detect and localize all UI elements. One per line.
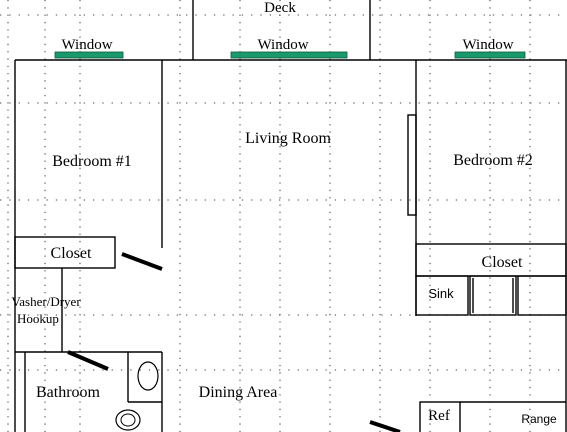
kitchen-door — [369, 420, 401, 432]
living-room-label: Living Room — [245, 130, 331, 147]
closet1-box — [14, 236, 116, 269]
sink-label: Sink — [428, 286, 454, 301]
bathroom-label: Bathroom — [36, 384, 101, 401]
deck-label: Deck — [264, 0, 296, 16]
window-right — [454, 51, 526, 59]
ref-label: Ref — [428, 408, 450, 424]
bedroom1-label: Bedroom #1 — [52, 153, 132, 170]
fridge-box — [419, 401, 461, 432]
dining-area-label: Dining Area — [199, 384, 278, 401]
window-center — [230, 51, 348, 59]
range-label: Range — [521, 412, 557, 426]
toilet-bowl — [120, 413, 136, 427]
bathroom-door — [67, 350, 109, 371]
bedroom2-label: Bedroom #2 — [453, 152, 533, 169]
bathroom-sink-basin — [137, 361, 159, 391]
toilet — [115, 409, 141, 431]
window-center-label: Window — [257, 37, 308, 53]
window-left — [54, 51, 124, 59]
cabinet-3 — [517, 275, 567, 316]
walls — [14, 0, 567, 432]
window-left-label: Window — [61, 37, 112, 53]
closet2-label: Closet — [482, 254, 523, 271]
sink-cabinet — [415, 275, 469, 316]
closet1-label: Closet — [51, 245, 92, 262]
cabinet-2 — [469, 275, 517, 316]
bedroom2-door-strip — [407, 114, 417, 216]
window-right-label: Window — [462, 37, 513, 53]
washer-dryer-label-2: Hookup — [17, 311, 59, 326]
bedroom1-door — [121, 252, 163, 271]
washer-dryer-label-1: Vasher/Dryer — [11, 294, 81, 309]
